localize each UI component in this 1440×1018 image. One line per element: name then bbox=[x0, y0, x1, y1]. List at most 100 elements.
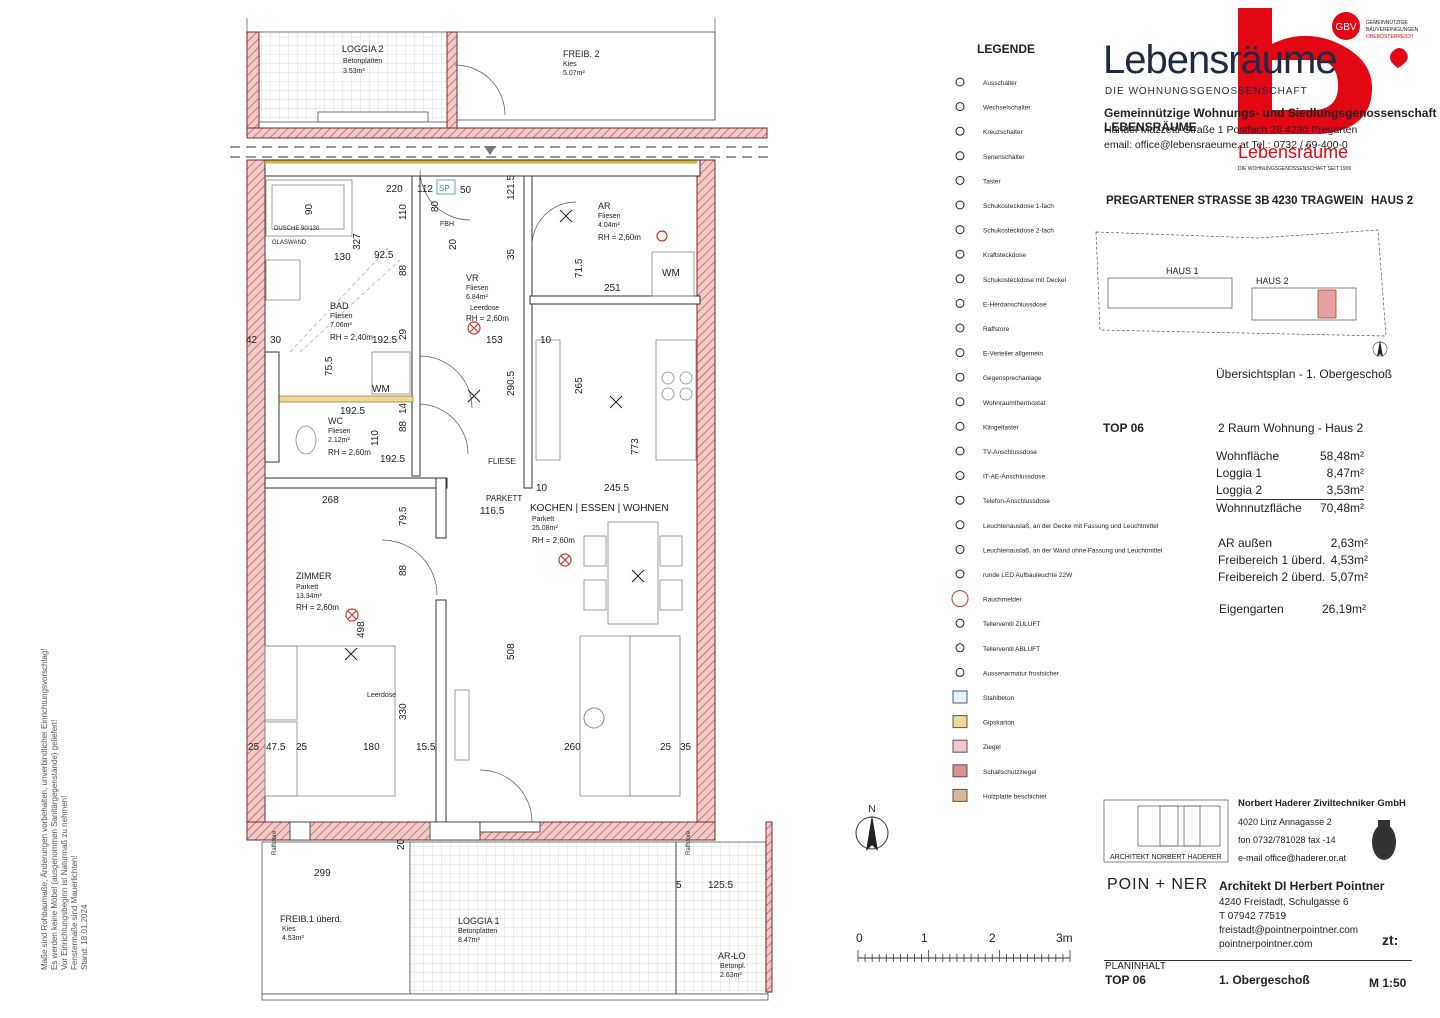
loggia1-area-label: 8.47m² bbox=[458, 937, 480, 944]
freib2-name: FREIB. 2 bbox=[563, 49, 600, 59]
ar-area-label: 4.04m² bbox=[598, 222, 620, 229]
disclaimer-note: Maße sind Rohbaumaße, Änderungen vorbeha… bbox=[40, 648, 89, 970]
legend-item-label: Kreuzschalter bbox=[983, 129, 1024, 136]
legend-symbol-icon bbox=[955, 126, 965, 136]
project-town: 4230 TRAGWEIN bbox=[1272, 195, 1364, 207]
dim: 192.5 bbox=[380, 454, 405, 465]
legend-item-label: Leuchtenauslaß, an der Decke mit Fassung… bbox=[983, 523, 1159, 530]
legend-symbol-icon bbox=[955, 520, 965, 530]
logo-word-a: Lebensräume bbox=[1238, 142, 1348, 162]
dim: 29 bbox=[398, 328, 409, 340]
dim: 50 bbox=[460, 185, 472, 196]
austria-eagle-icon bbox=[1372, 820, 1396, 860]
architect-box-label: ARCHITEKT NORBERT HADERER bbox=[1110, 854, 1222, 861]
haderer-name: Norbert Haderer Ziviltechniker GmbH bbox=[1238, 798, 1406, 809]
project-street: PREGARTENER STRASSE 3B bbox=[1106, 195, 1270, 207]
dim: 245.5 bbox=[604, 483, 629, 494]
scale-ratio: M 1:50 bbox=[1369, 976, 1407, 990]
dim: 268 bbox=[322, 495, 339, 506]
dim: 14 bbox=[398, 402, 409, 414]
vr-material: Fliesen bbox=[466, 285, 489, 292]
loggia1-name: LOGGIA 1 bbox=[458, 916, 500, 926]
legend-item-label: Rauchmelder bbox=[983, 597, 1022, 604]
legend-symbol-icon bbox=[955, 274, 965, 284]
loggia2-material: Betonplatten bbox=[343, 58, 382, 65]
wc-name: WC bbox=[328, 416, 343, 426]
dim: 330 bbox=[398, 703, 409, 720]
dim: 508 bbox=[506, 643, 517, 660]
dim: 25 bbox=[660, 742, 672, 753]
vr-name: VR bbox=[466, 273, 479, 283]
legend-symbol-icon bbox=[955, 298, 965, 308]
raffstore-label-1: Raffstore bbox=[272, 830, 278, 855]
arlo-area-label: 2.63m² bbox=[720, 972, 742, 979]
legend-item-label: Tellerventil ABLUFT bbox=[983, 646, 1040, 653]
dim: 773 bbox=[630, 438, 641, 455]
legend-item-label: Holzplatte beschichtet bbox=[983, 793, 1047, 800]
freib1-name: FREIB.1 überd. bbox=[280, 914, 342, 924]
dim: 88 bbox=[398, 264, 409, 276]
scale-3: 3m bbox=[1056, 931, 1073, 945]
fbh-label: FBH bbox=[440, 221, 454, 228]
freib1-material: Kies bbox=[282, 926, 296, 933]
west-wall bbox=[246, 159, 266, 841]
ar-rh: RH = 2,60m bbox=[598, 233, 641, 242]
fliese-label: FLIESE bbox=[488, 457, 516, 466]
dim: 112 bbox=[417, 184, 433, 195]
sp-plan-label: SP bbox=[439, 184, 450, 193]
ar-name: AR bbox=[598, 201, 611, 211]
loggia2-area-label: 3.53m² bbox=[343, 68, 365, 75]
freib1-area bbox=[261, 841, 411, 995]
bad-rh: RH = 2,40m bbox=[330, 333, 373, 342]
legend-symbol-icon bbox=[955, 175, 965, 185]
legend-symbol-icon bbox=[955, 225, 965, 235]
dim: 10 bbox=[536, 483, 548, 494]
project-house: HAUS 2 bbox=[1371, 195, 1414, 207]
dim: 47.5 bbox=[266, 742, 286, 753]
legend-item-label: Gegensprechanlage bbox=[983, 375, 1042, 382]
pointner-address: 4240 Freistadt, Schulgasse 6 bbox=[1219, 897, 1349, 908]
arlo-material: Betonpl. bbox=[720, 963, 746, 970]
pointner-tel: T 07942 77519 bbox=[1219, 911, 1287, 922]
pointner-name: Architekt DI Herbert Pointner bbox=[1219, 879, 1385, 893]
legend-item-label: E-Herdanschlussdose bbox=[983, 301, 1047, 308]
wc-material: Fliesen bbox=[328, 428, 351, 435]
dim: 290.5 bbox=[506, 371, 517, 396]
glaswand-label: GLASWAND bbox=[272, 240, 307, 246]
haderer-mail: e-mail office@haderer.or.at bbox=[1238, 853, 1347, 863]
brand-tagline: DIE WOHNUNGSGENOSSENSCHAFT bbox=[1105, 86, 1308, 97]
dim: 110 bbox=[370, 430, 381, 446]
dim: 265 bbox=[574, 377, 585, 394]
legend-symbol-icon bbox=[952, 788, 968, 802]
area-row: Freibereich 1 überd.4,53m² bbox=[1218, 553, 1368, 567]
dim: 25 bbox=[248, 742, 260, 753]
legend-symbol-icon bbox=[955, 77, 965, 87]
kochen-material: Parkett bbox=[532, 516, 554, 523]
dim: 25 bbox=[296, 742, 308, 753]
legend-symbol-icon bbox=[955, 618, 965, 628]
legend-symbol-icon bbox=[951, 590, 969, 608]
vr-leerdose: Leerdose bbox=[470, 305, 499, 312]
dim: 42 bbox=[246, 335, 258, 346]
dim: 192.5 bbox=[340, 406, 365, 417]
legend-symbol-icon bbox=[955, 102, 965, 112]
area-row: Freibereich 2 überd.5,07m² bbox=[1218, 570, 1368, 584]
legend-item-label: Taster bbox=[983, 178, 1002, 185]
north-label: N bbox=[868, 804, 875, 815]
legend-symbol-icon bbox=[952, 690, 968, 704]
legend-item-label: Tellerventil ZULUFT bbox=[983, 621, 1040, 628]
bad-name: BAD bbox=[330, 301, 349, 311]
pointner-logo: POIN + NER bbox=[1107, 876, 1209, 893]
legend-item-label: Wechselschalter bbox=[983, 105, 1031, 112]
loggia2-name: LOGGIA 2 bbox=[342, 44, 384, 54]
legend-title: LEGENDE bbox=[977, 42, 1036, 56]
kochen-rh: RH = 2,60m bbox=[532, 536, 575, 545]
scale-2: 2 bbox=[989, 931, 996, 945]
scale-0: 0 bbox=[856, 931, 863, 945]
gbv-text-3: OBERÖSTERREICH bbox=[1366, 33, 1413, 40]
parkett-label: PARKETT bbox=[486, 494, 522, 503]
garden-key: Eigengarten bbox=[1219, 602, 1284, 616]
legend-item-label: Leuchtenauslaß, an der Wand ohne Fassung… bbox=[983, 547, 1163, 554]
dim: 88 bbox=[398, 420, 409, 432]
